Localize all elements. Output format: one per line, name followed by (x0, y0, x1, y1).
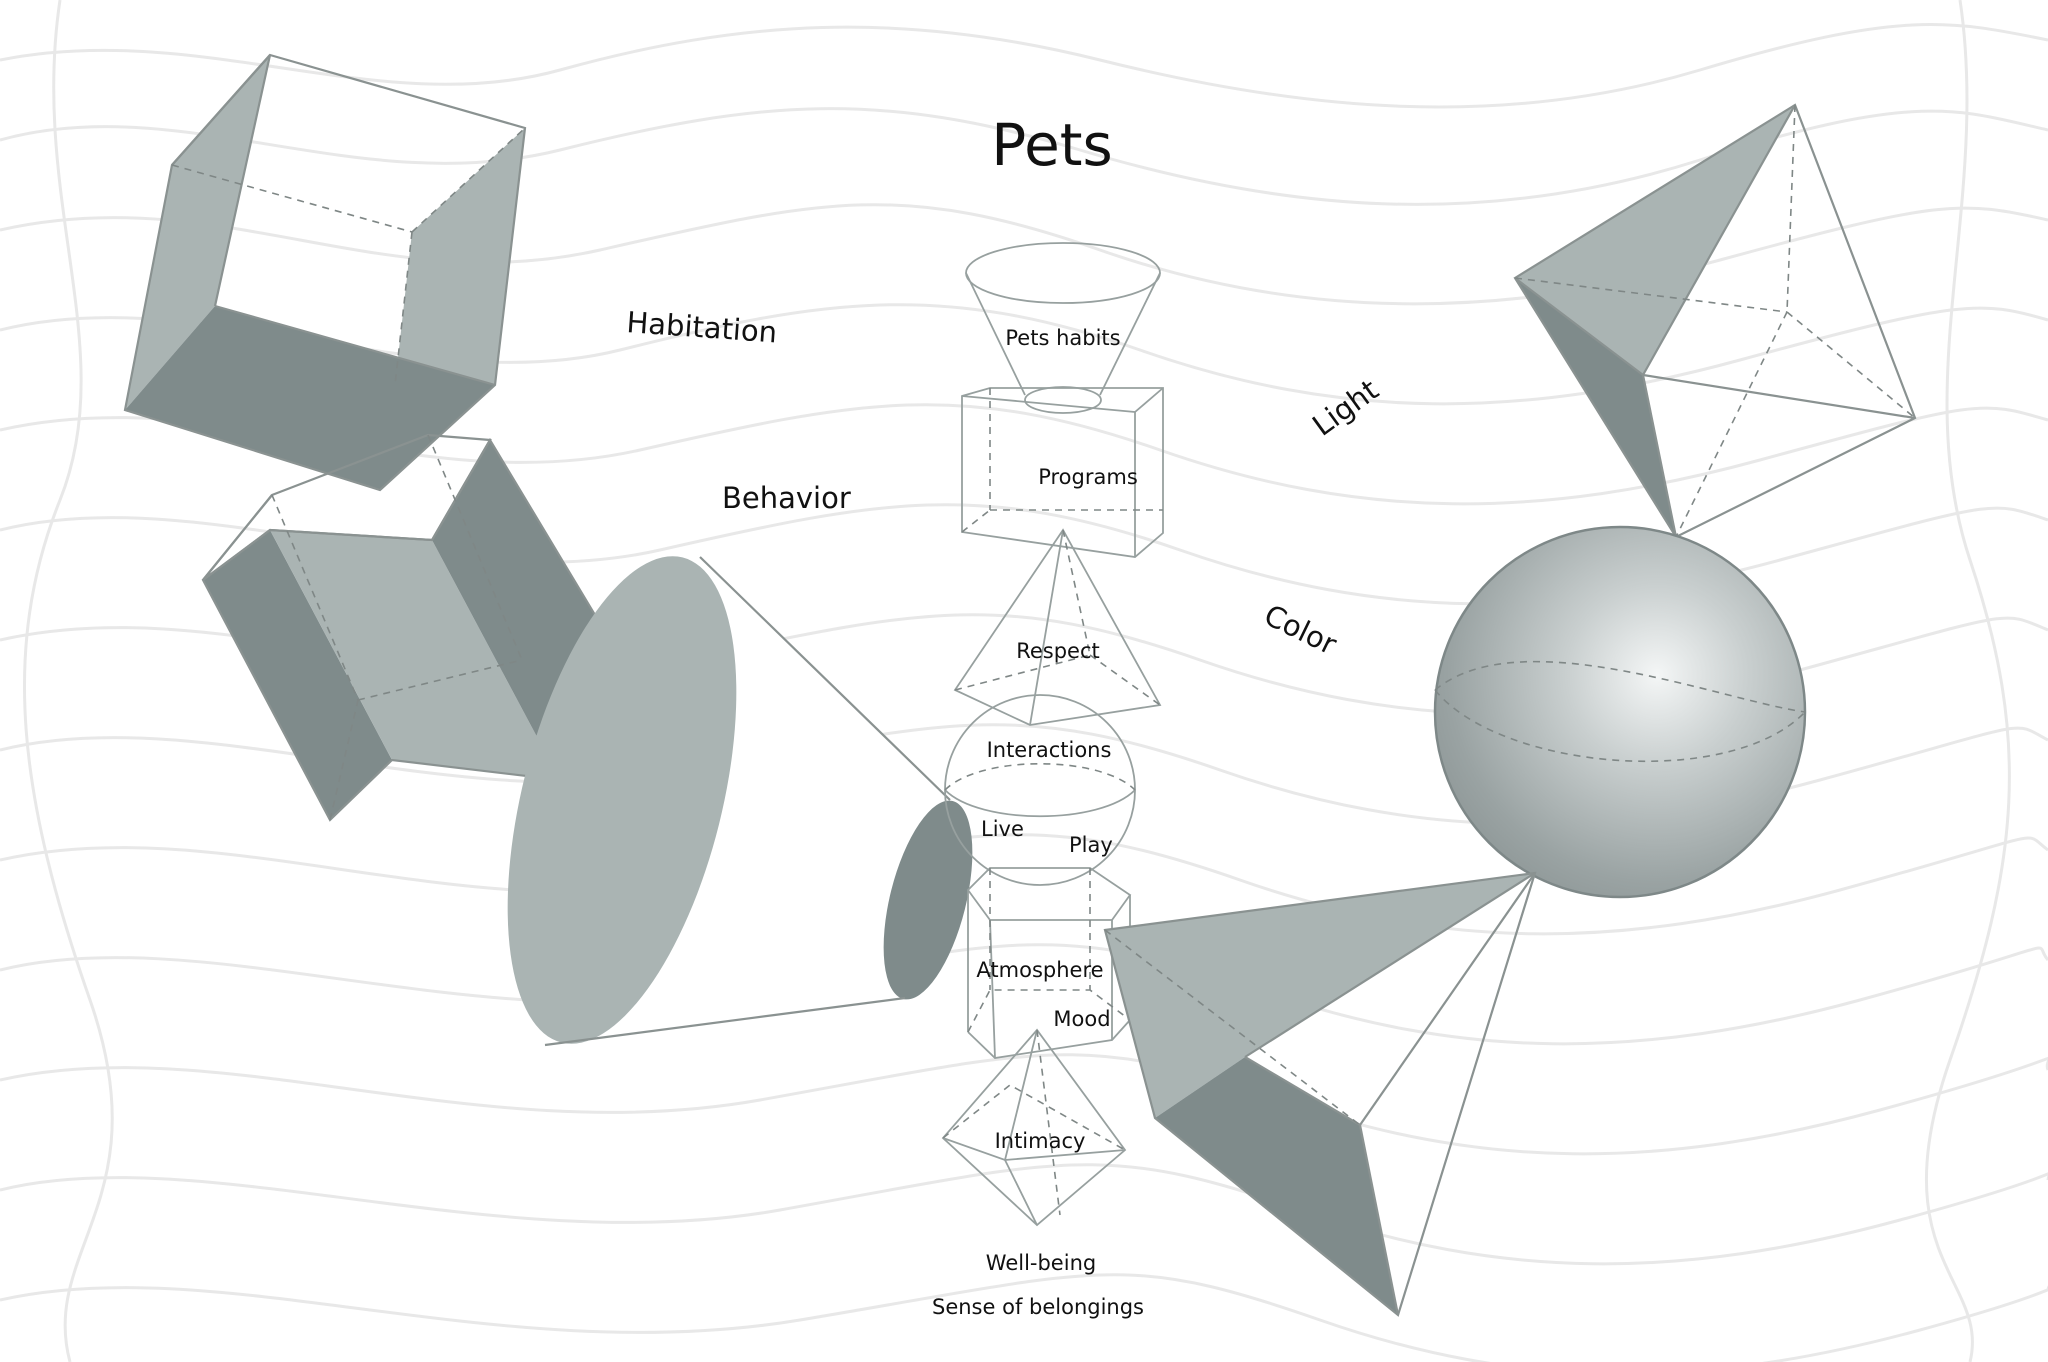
sphere-interactions (944, 694, 1136, 886)
label-respect: Respect (1016, 639, 1100, 663)
center-stack (941, 242, 1164, 1227)
label-interactions: Interactions (987, 738, 1112, 762)
label-sense-of-belongings: Sense of belongings (932, 1295, 1144, 1319)
prism-top-right (1513, 103, 1917, 539)
label-light: Light (1306, 373, 1385, 443)
label-mood: Mood (1053, 1007, 1110, 1031)
cone-horizontal (507, 556, 973, 1047)
diagram-title: Pets (991, 111, 1113, 179)
pyramid-respect (953, 528, 1162, 726)
label-behavior: Behavior (722, 481, 851, 515)
label-atmosphere: Atmosphere (976, 958, 1103, 982)
label-pets-habits: Pets habits (1005, 326, 1120, 350)
label-intimacy: Intimacy (995, 1129, 1086, 1153)
label-well-being: Well-being (986, 1251, 1096, 1275)
label-live: Live (981, 817, 1024, 841)
inverted-cone (965, 242, 1161, 414)
pyramid-bottom-right (1103, 871, 1537, 1317)
cube-top-left (123, 53, 527, 492)
cube-programs (961, 387, 1164, 558)
sphere-shiny (1433, 525, 1807, 899)
label-color: Color (1259, 598, 1342, 662)
label-play: Play (1069, 833, 1113, 857)
octahedron-intimacy (941, 1028, 1127, 1227)
label-programs: Programs (1038, 465, 1138, 489)
